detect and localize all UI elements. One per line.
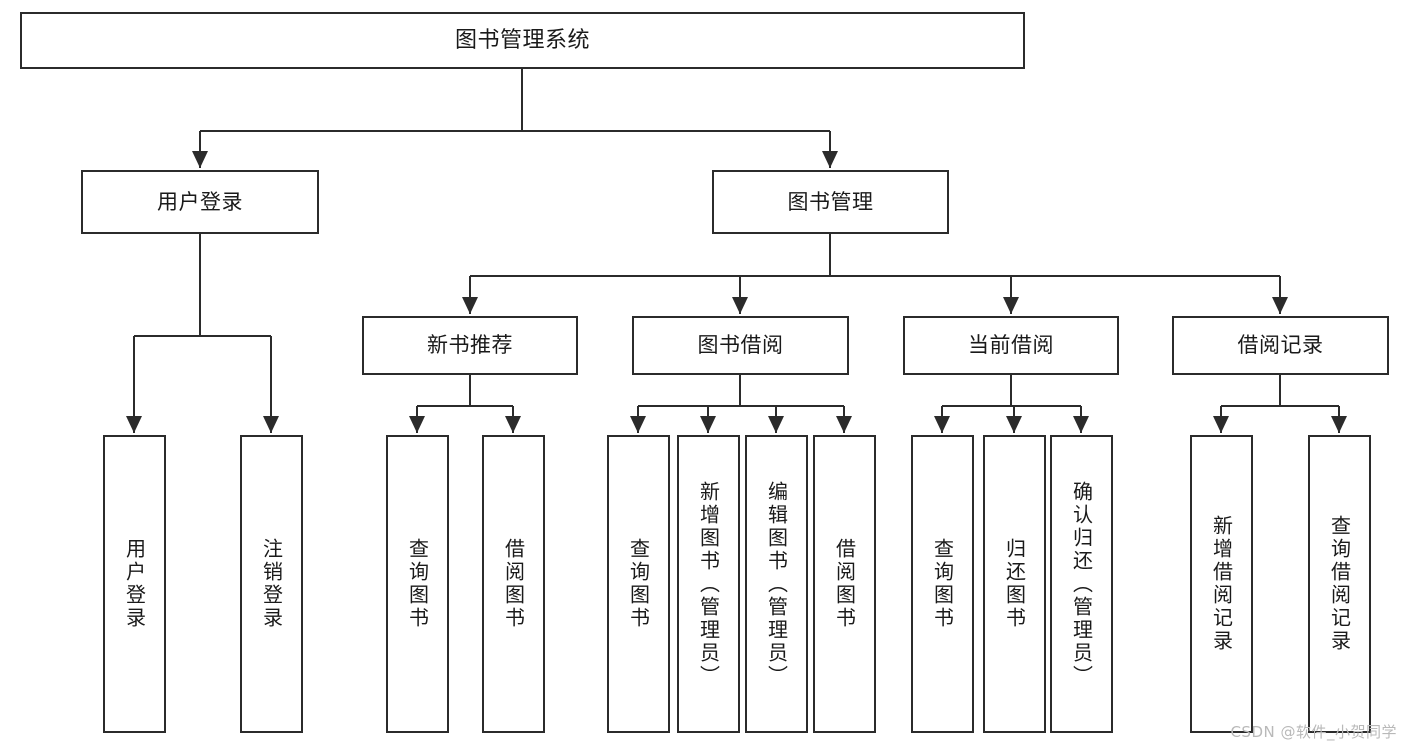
node-user-login-label: 用户登录 — [157, 189, 243, 214]
leaf-add-borrow-record[interactable]: 新增借阅记录 — [1190, 435, 1253, 733]
edge-book-management-to-level2-arrowhead-0 — [462, 297, 478, 314]
watermark: CSDN @软件_小贺同学 — [1230, 723, 1397, 741]
edge-user-login-to-leaves-arrowhead-0 — [126, 416, 142, 433]
edge-recommend-to-leaves-arrowhead-1 — [505, 416, 521, 433]
leaf-return-book[interactable]: 归还图书 — [983, 435, 1046, 733]
leaf-query-borrow-record[interactable]: 查询借阅记录 — [1308, 435, 1371, 733]
edge-book-management-to-level2-arrowhead-2 — [1003, 297, 1019, 314]
node-new-book-recommend-label: 新书推荐 — [427, 333, 513, 358]
edge-borrow-to-leaves-arrowhead-0 — [630, 416, 646, 433]
leaf-edit-book-admin-label: 编辑图书（管理员） — [764, 480, 789, 688]
node-current-borrow[interactable]: 当前借阅 — [903, 316, 1119, 375]
edge-borrow-to-leaves-arrowhead-1 — [700, 416, 716, 433]
node-book-borrow-label: 图书借阅 — [697, 333, 784, 358]
leaf-confirm-return-admin-label: 确认归还（管理员） — [1069, 480, 1094, 688]
leaf-query-book[interactable]: 查询图书 — [607, 435, 670, 733]
leaf-borrow-book-label: 借阅图书 — [832, 538, 857, 630]
leaf-logout[interactable]: 注销登录 — [240, 435, 303, 733]
node-current-borrow-label: 当前借阅 — [968, 333, 1054, 358]
node-book-management[interactable]: 图书管理 — [712, 170, 949, 234]
node-user-login[interactable]: 用户登录 — [81, 170, 319, 234]
edge-user-login-to-leaves-arrowhead-1 — [263, 416, 279, 433]
node-book-management-system[interactable]: 图书管理系统 — [20, 12, 1025, 69]
leaf-query-book-recommend-label: 查询图书 — [405, 538, 430, 630]
leaf-add-book-admin[interactable]: 新增图书（管理员） — [677, 435, 740, 733]
node-borrow-record[interactable]: 借阅记录 — [1172, 316, 1389, 375]
edge-root-to-level1-arrowhead-0 — [192, 151, 208, 168]
edge-recommend-to-leaves-arrowhead-0 — [409, 416, 425, 433]
edge-book-management-to-level2-arrowhead-3 — [1272, 297, 1288, 314]
edge-borrow-to-leaves-arrowhead-2 — [768, 416, 784, 433]
leaf-user-login-label: 用户登录 — [122, 538, 147, 630]
node-new-book-recommend[interactable]: 新书推荐 — [362, 316, 578, 375]
node-book-management-system-label: 图书管理系统 — [454, 27, 590, 53]
leaf-add-book-admin-label: 新增图书（管理员） — [696, 480, 721, 688]
edge-record-to-leaves-arrowhead-1 — [1331, 416, 1347, 433]
edge-borrow-to-leaves-arrowhead-3 — [836, 416, 852, 433]
leaf-query-book-label: 查询图书 — [626, 538, 651, 630]
node-book-borrow[interactable]: 图书借阅 — [632, 316, 849, 375]
leaf-query-book-current-label: 查询图书 — [930, 538, 955, 630]
leaf-borrow-book[interactable]: 借阅图书 — [813, 435, 876, 733]
leaf-logout-label: 注销登录 — [259, 538, 284, 630]
edge-record-to-leaves-arrowhead-0 — [1213, 416, 1229, 433]
edge-current-to-leaves-arrowhead-2 — [1073, 416, 1089, 433]
node-book-management-label: 图书管理 — [787, 189, 874, 214]
edge-root-to-level1-arrowhead-1 — [822, 151, 838, 168]
leaf-add-borrow-record-label: 新增借阅记录 — [1209, 515, 1234, 653]
leaf-query-borrow-record-label: 查询借阅记录 — [1327, 515, 1352, 653]
leaf-return-book-label: 归还图书 — [1002, 538, 1027, 630]
leaf-confirm-return-admin[interactable]: 确认归还（管理员） — [1050, 435, 1113, 733]
edge-current-to-leaves-arrowhead-1 — [1006, 416, 1022, 433]
edge-current-to-leaves-arrowhead-0 — [934, 416, 950, 433]
leaf-query-book-current[interactable]: 查询图书 — [911, 435, 974, 733]
leaf-edit-book-admin[interactable]: 编辑图书（管理员） — [745, 435, 808, 733]
leaf-query-book-recommend[interactable]: 查询图书 — [386, 435, 449, 733]
edge-book-management-to-level2-arrowhead-1 — [732, 297, 748, 314]
leaf-borrow-book-recommend-label: 借阅图书 — [501, 538, 526, 630]
leaf-borrow-book-recommend[interactable]: 借阅图书 — [482, 435, 545, 733]
leaf-user-login[interactable]: 用户登录 — [103, 435, 166, 733]
node-borrow-record-label: 借阅记录 — [1237, 333, 1324, 358]
